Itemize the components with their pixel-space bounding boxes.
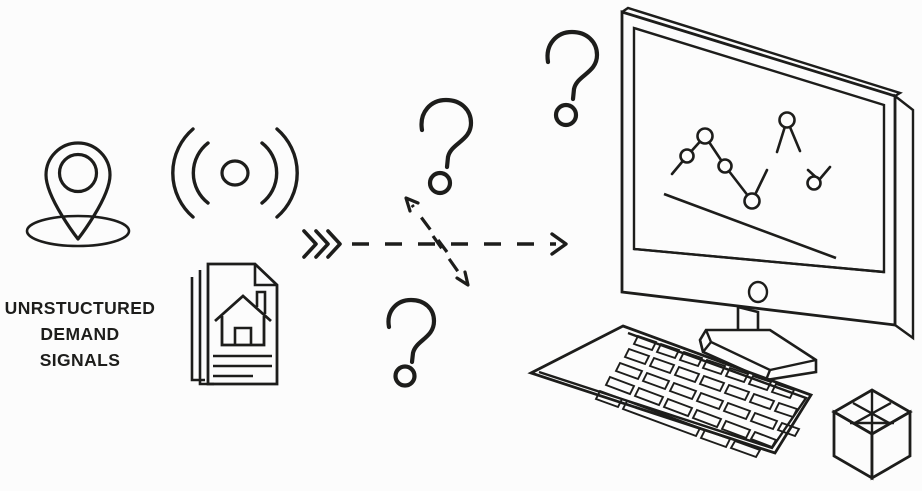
package-box-icon (831, 388, 913, 481)
caption-line-3: SIGNALS (40, 350, 121, 370)
chart-baseline-axis (663, 192, 837, 260)
keyboard-keys (594, 334, 801, 459)
monitor-stand-base-inner (704, 329, 817, 372)
monitor-power-indicator[interactable] (747, 280, 769, 304)
monitor-stand-base-edge (698, 339, 705, 353)
monitor-bezel-divider (633, 247, 885, 274)
keyboard[interactable] (527, 324, 814, 459)
box-right-face (870, 409, 912, 481)
triple-chevron-icon (302, 229, 342, 259)
screen-line-chart (663, 111, 837, 260)
caption-block: UNRSTUCTURED DEMAND SIGNALS (5, 298, 156, 370)
property-documents-icon (190, 262, 279, 386)
chart-point (778, 111, 796, 129)
chart-point (679, 148, 695, 164)
chart-point (743, 192, 761, 210)
question-mark-icon-upper-right (545, 29, 600, 128)
box-flap-line (852, 401, 892, 426)
dashed-down-right-arrow (431, 235, 470, 287)
caption-line-1: UNRSTUCTURED (5, 298, 156, 318)
desktop-monitor (620, 6, 915, 382)
location-pin-icon (25, 141, 131, 248)
dashed-up-left-arrow (404, 196, 449, 253)
broadcast-signal-icon (171, 127, 299, 219)
dashed-right-arrow (352, 232, 568, 256)
monitor-top-edge (621, 6, 903, 98)
question-mark-icon-lower (386, 297, 437, 388)
monitor-side-depth (893, 93, 915, 341)
monitor-stand-base-joint (702, 341, 712, 353)
chart-point (696, 127, 714, 145)
question-mark-icon-upper-left (419, 97, 474, 196)
caption-line-2: DEMAND (40, 324, 119, 344)
keyboard-inner-bevel (538, 331, 808, 450)
chart-point (717, 158, 733, 174)
chart-point (806, 175, 822, 191)
